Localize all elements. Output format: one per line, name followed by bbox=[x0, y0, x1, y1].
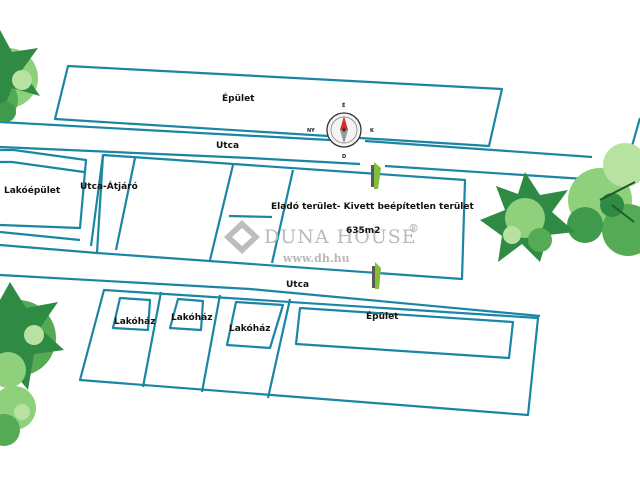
house-3-outline bbox=[225, 300, 285, 350]
building-top-outline bbox=[53, 64, 504, 148]
label-residential-left: Lakóépület bbox=[4, 185, 61, 196]
label-plot-title: Eladó terület- Kivett beépítetlen terüle… bbox=[271, 201, 475, 212]
bottom-divider-1 bbox=[141, 291, 163, 388]
residential-block-inner bbox=[0, 160, 85, 174]
watermark-url: www.dh.hu bbox=[282, 252, 350, 265]
plot-marker-top-icon bbox=[371, 162, 381, 189]
label-house-1: Lakóház bbox=[114, 316, 155, 327]
residential-block-lower bbox=[0, 230, 81, 242]
compass-icon: É D NY K bbox=[307, 101, 375, 160]
compass-north-label: É bbox=[342, 101, 346, 109]
compass-east-label: K bbox=[370, 128, 375, 134]
compass-west-label: NY bbox=[307, 128, 315, 134]
label-street-top: Utca bbox=[216, 141, 239, 151]
middle-block-outline bbox=[95, 153, 467, 281]
passage-left-edge bbox=[89, 154, 105, 247]
lot-divider-3 bbox=[228, 214, 273, 219]
label-plot-area: 635m2 bbox=[346, 226, 380, 236]
bottom-divider-3 bbox=[266, 298, 292, 399]
street-bottom-left-edge bbox=[0, 273, 541, 318]
residential-block-outline bbox=[0, 148, 88, 230]
lot-divider-1 bbox=[208, 164, 235, 261]
tree-middle-right bbox=[480, 172, 575, 262]
watermark-registered: ® bbox=[408, 222, 419, 235]
tree-right bbox=[567, 143, 640, 256]
street-bottom-upper-edge bbox=[0, 243, 98, 255]
lot-divider-2 bbox=[270, 169, 295, 264]
label-passage: Utca-Átjáró bbox=[80, 180, 138, 192]
label-house-2: Lakóház bbox=[171, 312, 212, 323]
compass-south-label: D bbox=[342, 154, 346, 160]
label-house-3: Lakóház bbox=[229, 323, 270, 334]
watermark: DUNA HOUSE ® www.dh.hu bbox=[224, 220, 419, 265]
tree-bottom-left bbox=[0, 282, 64, 446]
label-building-bottom: Épület bbox=[366, 310, 399, 322]
house-1-outline bbox=[111, 296, 152, 332]
plot-marker-bottom-icon bbox=[372, 262, 381, 289]
label-building-top: Épület bbox=[222, 92, 255, 104]
bottom-divider-2 bbox=[200, 294, 222, 393]
building-bottom-outline bbox=[294, 306, 515, 360]
house-2-outline bbox=[168, 297, 205, 332]
duna-house-logo-icon bbox=[224, 220, 260, 254]
bottom-block-outline bbox=[78, 288, 540, 417]
tree-top-left bbox=[0, 30, 40, 122]
watermark-brand: DUNA HOUSE bbox=[264, 226, 417, 248]
label-street-bottom: Utca bbox=[286, 280, 309, 290]
passage-right-edge bbox=[114, 157, 137, 251]
street-top-upper-edge bbox=[0, 120, 593, 159]
street-top-lower-edge bbox=[0, 145, 601, 182]
